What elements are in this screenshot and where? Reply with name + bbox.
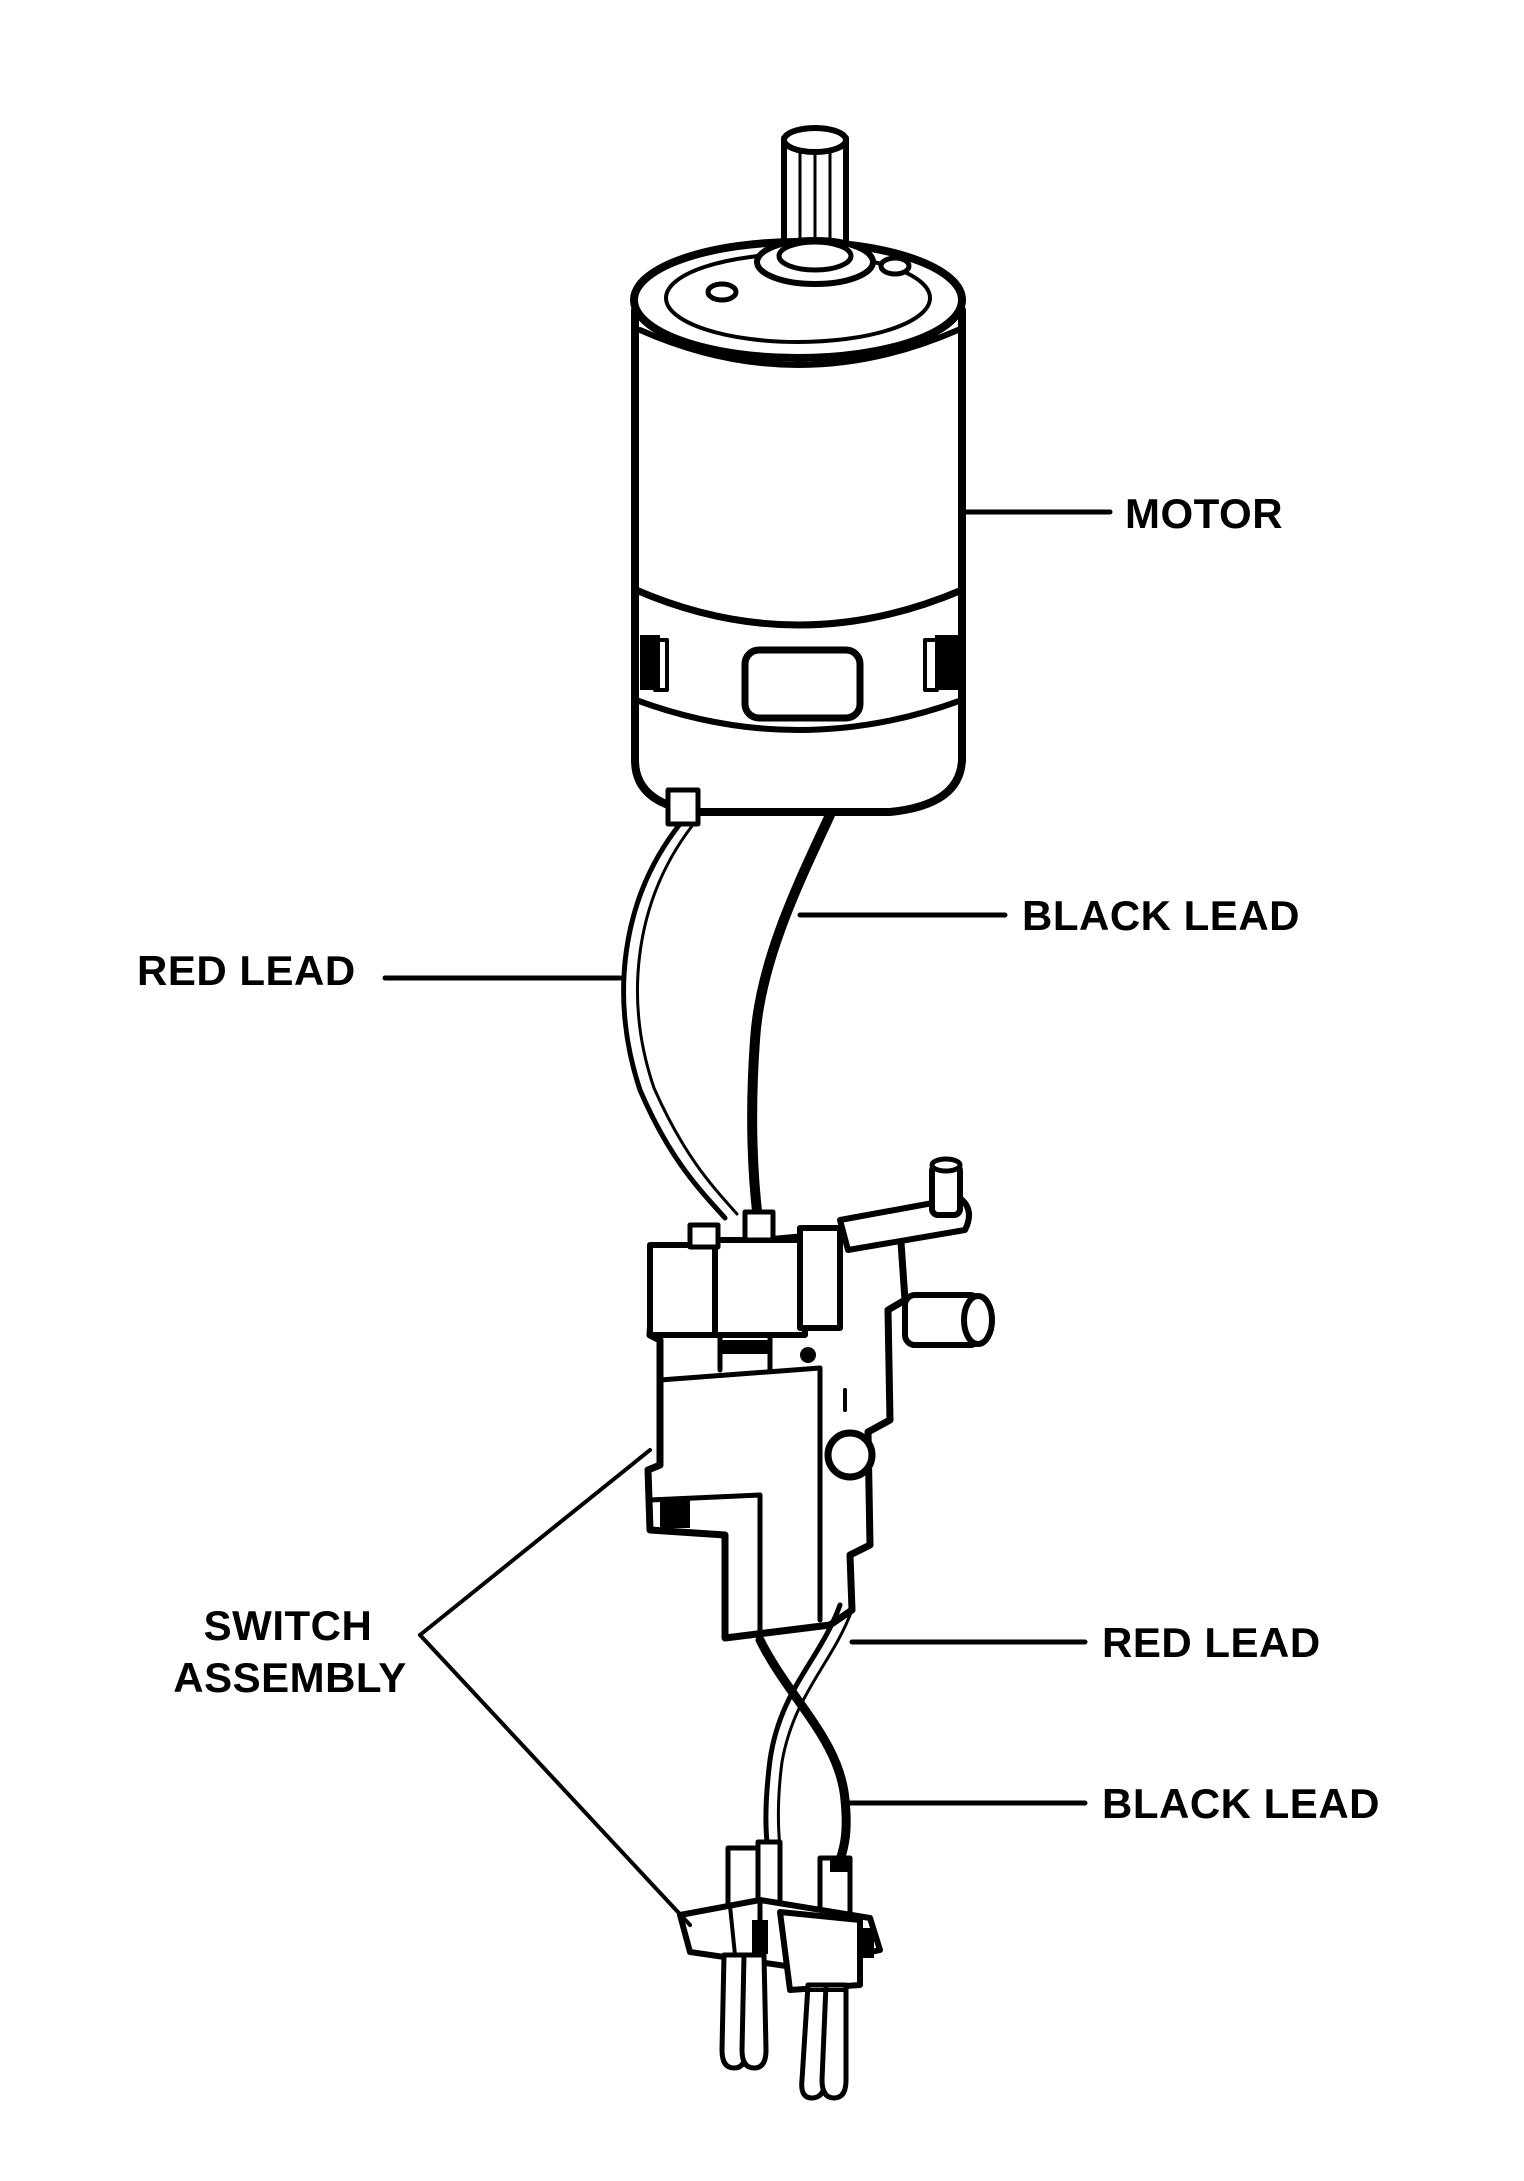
- motor-shaft: [781, 125, 849, 259]
- switch-assembly-leader-upper: [418, 1448, 652, 1637]
- red-lead-top-label: RED LEAD: [137, 947, 356, 994]
- motor: [630, 125, 966, 827]
- red-lead-bottom-wire: [763, 1602, 843, 1853]
- switch-assembly-label-line2: ASSEMBLY: [173, 1654, 407, 1701]
- red-lead-bottom-label: RED LEAD: [1102, 1619, 1321, 1666]
- switch-assembly-leader-lower: [418, 1633, 692, 1927]
- black-lead-bottom-wire: [755, 1635, 851, 1865]
- terminal-block: [677, 1839, 883, 2101]
- black-lead-bottom-label: BLACK LEAD: [1102, 1780, 1380, 1827]
- motor-body: [630, 237, 966, 827]
- switch-assembly-label-line1: SWITCH: [204, 1602, 373, 1649]
- bottom-wires: [755, 1602, 854, 1865]
- motor-label: MOTOR: [1125, 490, 1283, 537]
- leader-lines: [382, 509, 1113, 1927]
- switch-assembly: [644, 1156, 995, 1642]
- black-lead-top-label: BLACK LEAD: [1022, 892, 1300, 939]
- labels: MOTOR BLACK LEAD RED LEAD SWITCH ASSEMBL…: [137, 490, 1380, 1827]
- black-lead-top-wire: [747, 810, 835, 1225]
- red-lead-top-wire: [621, 821, 728, 1221]
- top-wires: [621, 810, 835, 1225]
